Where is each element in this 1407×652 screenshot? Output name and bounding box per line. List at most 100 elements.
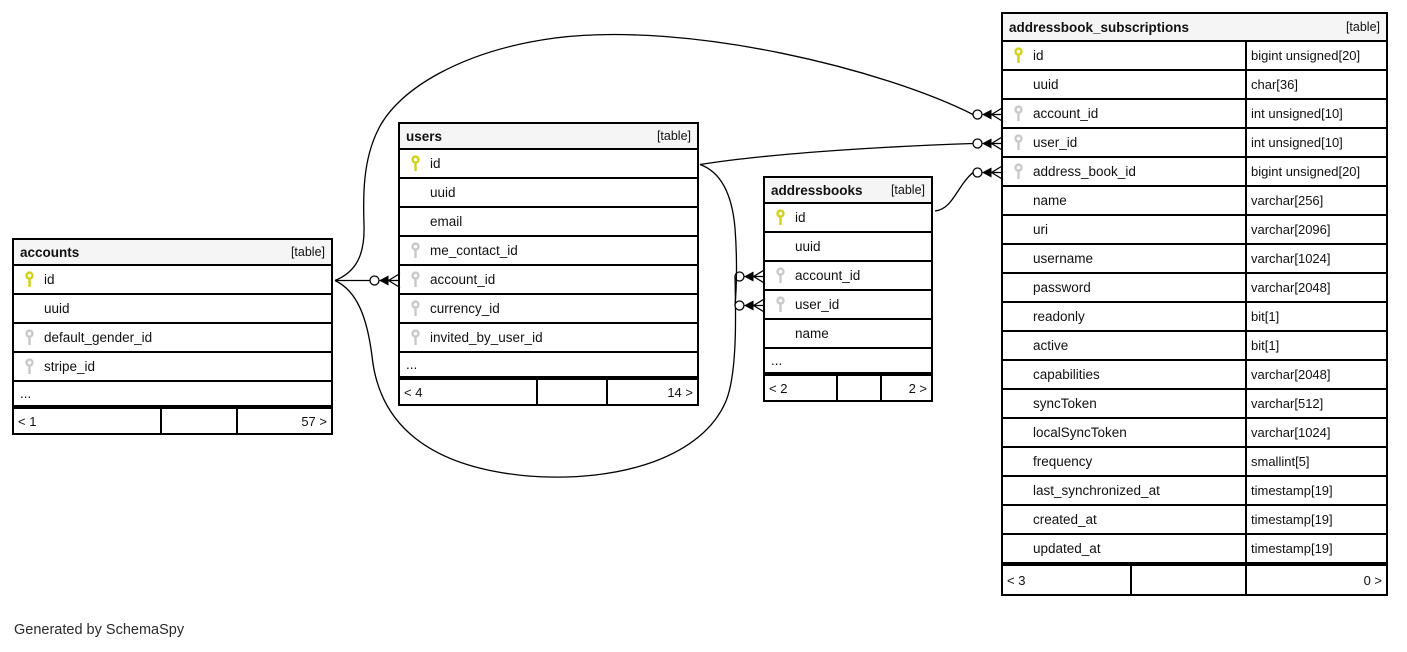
foreign-key-icon — [400, 271, 430, 288]
zero-cardinality-circle — [734, 300, 745, 311]
table-footer: < 3 0 > — [1003, 564, 1386, 594]
table-name: users — [406, 128, 443, 144]
column-row-stripe_id: stripe_id — [14, 353, 331, 382]
table-header-addressbook_subscriptions[interactable]: addressbook_subscriptions[table] — [1003, 14, 1386, 42]
column-name: uuid — [44, 301, 70, 316]
column-row-invited_by_user_id: invited_by_user_id — [400, 324, 697, 353]
zero-cardinality-circle — [369, 275, 380, 286]
column-type: varchar[256] — [1245, 187, 1386, 214]
column-name: password — [1033, 280, 1091, 295]
schemaspy-credit: Generated by SchemaSpy — [14, 622, 185, 638]
column-name: ... — [771, 353, 783, 368]
column-row-readonly: readonly bit[1] — [1003, 303, 1386, 332]
arrowhead — [982, 109, 992, 120]
edge-addressbooks.id-to-addressbook_subscriptions.address_book_id — [934, 164, 1004, 212]
column-row-id: id — [765, 204, 931, 233]
column-name: readonly — [1033, 309, 1085, 324]
foreign-key-icon — [1003, 134, 1033, 151]
column-row-ellipsis: ... — [765, 349, 931, 374]
column-row-currency_id: currency_id — [400, 295, 697, 324]
column-type: int unsigned[10] — [1245, 129, 1386, 156]
foreign-key-icon — [400, 300, 430, 317]
column-row-ellipsis: ... — [400, 353, 697, 378]
column-row-id: id — [14, 266, 331, 295]
column-name: last_synchronized_at — [1033, 483, 1160, 498]
column-name: currency_id — [430, 301, 500, 316]
table-badge: [table] — [1345, 20, 1380, 34]
column-type: smallint[5] — [1245, 448, 1386, 475]
column-type: varchar[2048] — [1245, 274, 1386, 301]
column-row-uuid: uuid — [14, 295, 331, 324]
primary-key-icon — [1003, 47, 1033, 64]
column-type: varchar[1024] — [1245, 419, 1386, 446]
footer-children-count: < 4 — [404, 384, 423, 400]
footer-parents-count: 0 > — [1245, 566, 1386, 594]
foreign-key-icon — [1003, 163, 1033, 180]
column-name: localSyncToken — [1033, 425, 1127, 440]
column-name: account_id — [1033, 106, 1099, 121]
column-name: name — [795, 326, 829, 341]
column-name: invited_by_user_id — [430, 330, 543, 345]
column-type: varchar[512] — [1245, 390, 1386, 417]
column-type: bit[1] — [1245, 303, 1386, 330]
column-name: ... — [406, 357, 418, 372]
column-type: varchar[2048] — [1245, 361, 1386, 388]
column-name: address_book_id — [1033, 164, 1136, 179]
foreign-key-icon — [14, 358, 44, 375]
column-row-default_gender_id: default_gender_id — [14, 324, 331, 353]
primary-key-icon — [765, 209, 795, 226]
column-row-id: id — [400, 150, 697, 179]
column-type: bigint unsigned[20] — [1245, 158, 1386, 185]
column-type: bit[1] — [1245, 332, 1386, 359]
column-name: user_id — [1033, 135, 1078, 150]
column-type: varchar[1024] — [1245, 245, 1386, 272]
foreign-key-icon — [1003, 105, 1033, 122]
column-row-capabilities: capabilities varchar[2048] — [1003, 361, 1386, 390]
column-name: stripe_id — [44, 359, 96, 374]
zero-cardinality-circle — [972, 167, 983, 178]
foreign-key-icon — [400, 329, 430, 346]
column-name: updated_at — [1033, 541, 1101, 556]
column-type: char[36] — [1245, 71, 1386, 98]
zero-cardinality-circle — [972, 138, 983, 149]
footer-parents-count: 14 > — [606, 380, 697, 404]
column-name: username — [1033, 251, 1094, 266]
footer-middle-cell — [836, 376, 880, 400]
column-name: capabilities — [1033, 367, 1100, 382]
footer-children-count: < 2 — [769, 380, 788, 396]
foreign-key-icon — [400, 242, 430, 259]
column-row-email: email — [400, 208, 697, 237]
table-name: accounts — [20, 244, 80, 260]
primary-key-icon — [400, 155, 430, 172]
table-header-users[interactable]: users [table] — [400, 124, 697, 150]
arrowhead — [744, 300, 754, 311]
column-row-account_id: account_id — [765, 262, 931, 291]
table-header-addressbooks[interactable]: addressbooks[table] — [765, 178, 931, 204]
column-row-uuid: uuid — [765, 233, 931, 262]
zero-cardinality-circle — [972, 109, 983, 120]
footer-parents-count: 57 > — [236, 409, 331, 433]
primary-key-icon — [14, 271, 44, 288]
column-name: id — [1033, 48, 1044, 63]
edge-users.id-to-addressbooks.user_id — [699, 163, 766, 314]
foreign-key-icon — [765, 296, 795, 313]
footer-children-count: < 3 — [1007, 572, 1026, 588]
table-header-accounts[interactable]: accounts[table] — [14, 240, 331, 266]
table-badge: [table] — [656, 129, 691, 143]
footer-middle-cell — [536, 380, 606, 404]
column-name: id — [44, 272, 55, 287]
column-row-uuid: uuid — [400, 179, 697, 208]
column-name: default_gender_id — [44, 330, 153, 345]
